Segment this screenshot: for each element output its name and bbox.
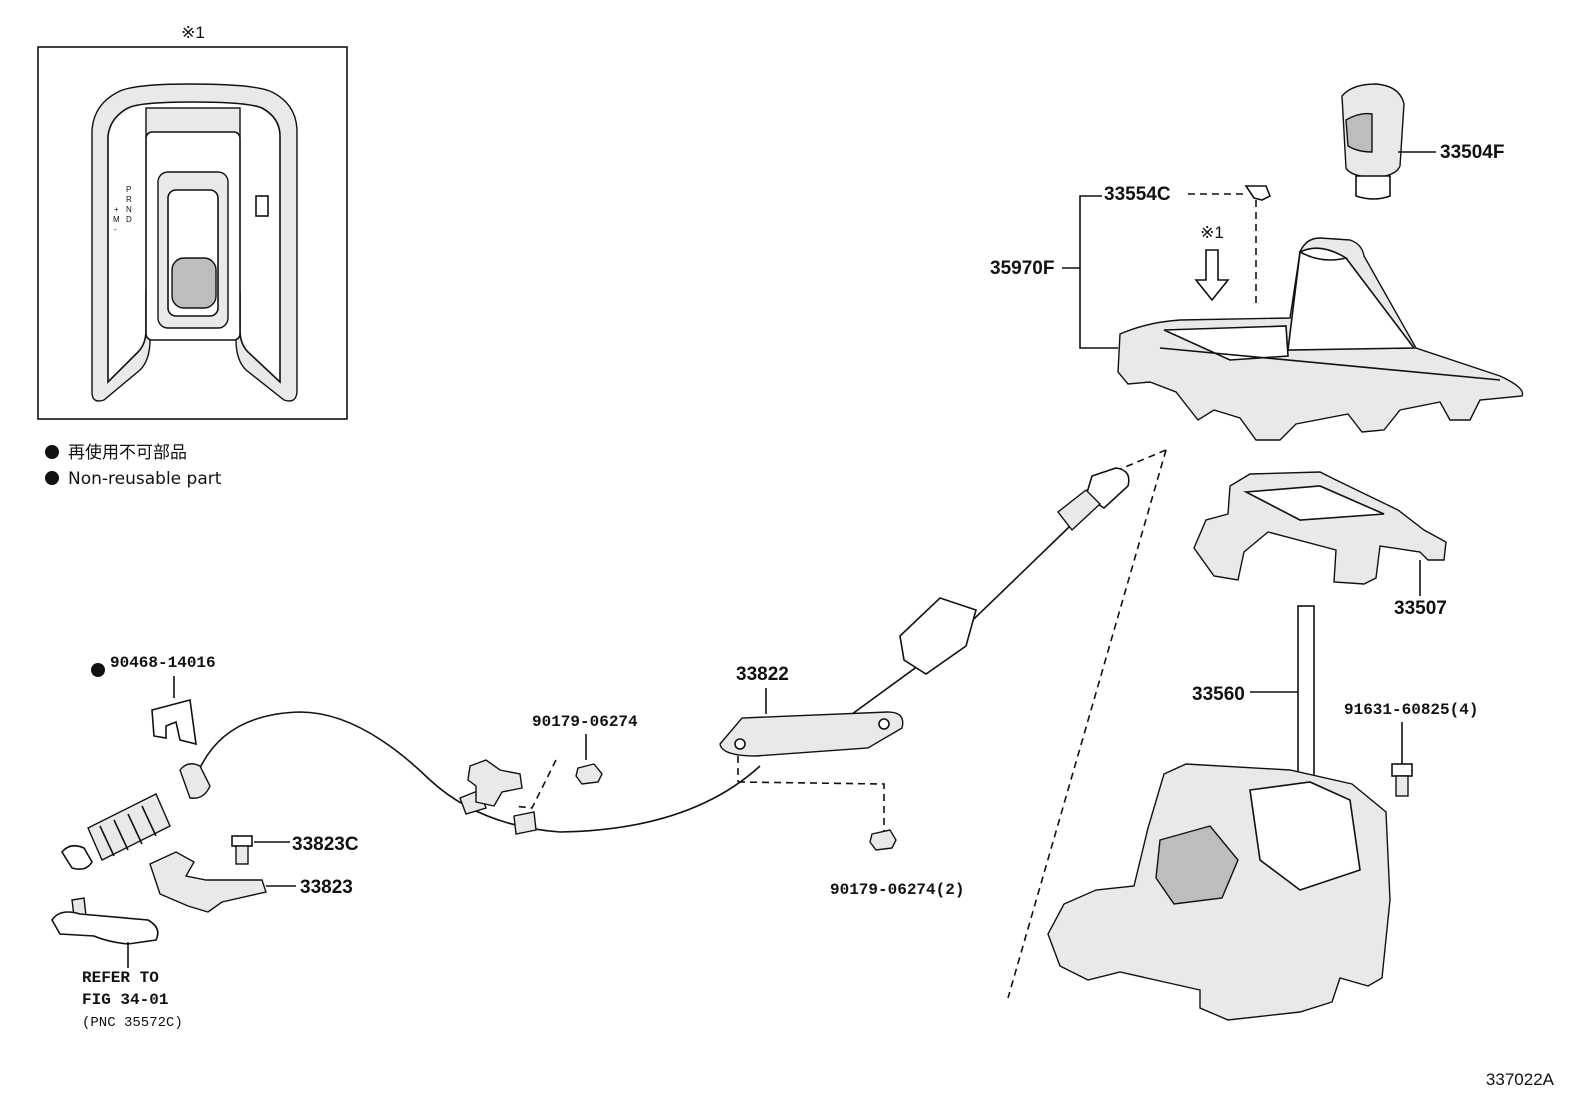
shift-minus: - [114, 225, 117, 234]
label-33822: 33822 [736, 664, 789, 685]
legend: 再使用不可部品 Non-reusable part [45, 442, 222, 489]
label-33504F: 33504F [1440, 142, 1504, 163]
cable-lower-path [199, 711, 761, 833]
bolt-91631-shank [1395, 775, 1409, 797]
nonreusable-dot-90468 [91, 663, 105, 677]
refer-line-3: (PNC 35572C) [82, 1015, 183, 1031]
shift-panel-button [255, 195, 269, 217]
bezel-indicator-window [1163, 325, 1289, 361]
bracket-33823-body [149, 851, 267, 913]
label-33823C: 33823C [292, 834, 359, 855]
legend-text-jp: 再使用不可部品 [68, 442, 187, 463]
label-90468: 90468-14016 [110, 654, 216, 672]
housing-33507-top [1243, 485, 1385, 521]
shift-knob: 33504F [1341, 83, 1504, 200]
down-arrow-icon [1194, 249, 1230, 302]
bracket-33822: 33822 [719, 664, 904, 832]
shift-pattern-marks: P R N D + M - [113, 185, 132, 234]
inset-frame [37, 46, 348, 420]
shift-r: R [126, 195, 132, 204]
legend-text-en: Non-reusable part [68, 469, 222, 489]
shift-plus: + [114, 205, 119, 214]
label-90179-bottom: 90179-06274(2) [830, 881, 964, 899]
inset-detail: ※1 P R N D + M - [37, 23, 348, 420]
shift-gate-hole [171, 257, 217, 309]
label-33507: 33507 [1394, 598, 1447, 619]
assembly-dash-top [1117, 449, 1167, 471]
label-35970F: 35970F [990, 258, 1054, 279]
shift-boot-bezel [1117, 237, 1524, 441]
bolt-33823C-shank [235, 845, 249, 865]
housing-33507: 33507 [1193, 471, 1447, 619]
label-33560: 33560 [1192, 684, 1245, 705]
shift-p: P [126, 185, 131, 194]
lever-base-housing [1249, 781, 1361, 891]
refer-line-1: REFER TO [82, 969, 159, 987]
lever-arm [51, 911, 159, 945]
housing-33507-body [1193, 471, 1447, 585]
nut-top-dash [513, 759, 557, 809]
lever-assembly-33560: 33560 [1047, 605, 1391, 1021]
cable-ring-2 [513, 811, 537, 835]
label-90179-top: 90179-06274 [532, 713, 638, 731]
bezel-edge-line [1159, 347, 1501, 381]
nuts-90179: 90179-06274 90179-06274(2) [513, 713, 964, 899]
cable-end-left: 90468-14016 [61, 654, 216, 870]
bracket-33823: 33823 [149, 851, 353, 913]
cable-clamp [467, 759, 523, 807]
nut-90179-bottom [869, 829, 897, 851]
shift-n: N [126, 205, 132, 214]
inset-note-mark: ※1 [181, 23, 205, 42]
transmission-lever [51, 897, 159, 968]
shift-m: M [113, 215, 120, 224]
cable-grommet [899, 597, 977, 675]
bracket-dash-down [737, 781, 885, 832]
bracket-33822-plate [719, 711, 904, 757]
label-33823: 33823 [300, 877, 353, 898]
cable-end-eye [1085, 467, 1130, 510]
cable-end-fitting [1057, 489, 1102, 532]
lever-rod [1297, 605, 1315, 791]
bracket-hole-2 [878, 718, 890, 730]
cable-end-ball [61, 844, 93, 870]
clip-33554C [1244, 185, 1272, 201]
bolt-91631: 91631-60825(4) [1344, 701, 1478, 797]
knob-base [1355, 175, 1391, 200]
bolt-33823C-head [231, 835, 253, 847]
cable-end-nut [179, 763, 211, 799]
diagram-id: 337022A [1486, 1070, 1555, 1089]
bracket-hole-1 [734, 738, 746, 750]
nut-90179-top [575, 763, 603, 785]
label-91631: 91631-60825(4) [1344, 701, 1478, 719]
bellows-ribs [99, 805, 157, 857]
arrow-note-mark: ※1 [1200, 223, 1224, 242]
bolt-91631-head [1391, 763, 1413, 777]
lever-base-mechanism [1155, 825, 1239, 905]
boot-assembly-labels: 33554C 35970F ※1 [990, 184, 1272, 349]
bolt-33823C: 33823C [231, 834, 359, 865]
boot-top [1298, 247, 1349, 261]
legend-dot-2 [45, 471, 59, 485]
boot-cone [1287, 251, 1416, 351]
shift-d: D [126, 215, 132, 224]
bracket-35970F [1079, 195, 1118, 349]
legend-dot-1 [45, 445, 59, 459]
knob-button [1345, 112, 1373, 153]
refer-note: REFER TO FIG 34-01 (PNC 35572C) [82, 969, 183, 1031]
shift-cable [199, 467, 1130, 835]
refer-line-2: FIG 34-01 [82, 991, 168, 1009]
clip-90468 [151, 698, 197, 746]
label-33554C: 33554C [1104, 184, 1171, 205]
